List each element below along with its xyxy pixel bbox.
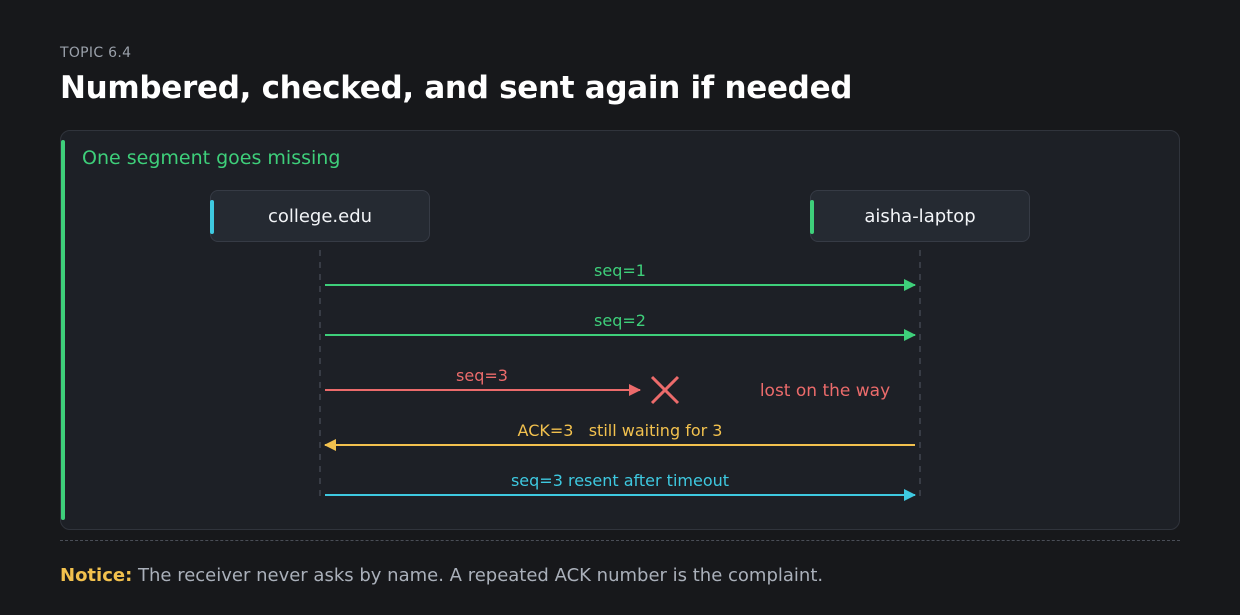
notice-body: The receiver never asks by name. A repea… — [132, 565, 824, 586]
section-divider — [60, 540, 1180, 541]
page-title: Numbered, checked, and sent again if nee… — [60, 70, 853, 106]
lost-note: lost on the way — [760, 381, 890, 401]
message-seq2-label: seq=2 — [594, 311, 646, 330]
message-resend-label: seq=3 resent after timeout — [511, 471, 729, 490]
message-seq1-label: seq=1 — [594, 261, 646, 280]
notice-text: Notice: The receiver never asks by name.… — [60, 565, 823, 586]
notice-label: Notice: — [60, 565, 133, 586]
message-ack3-label: ACK=3 still waiting for 3 — [518, 421, 723, 440]
participant-aisha-laptop: aisha-laptop — [810, 190, 1030, 242]
lost-x-icon — [650, 375, 680, 405]
message-seq3-label: seq=3 — [456, 366, 508, 385]
card-accent-bar — [61, 140, 65, 520]
topic-label: TOPIC 6.4 — [60, 45, 132, 61]
participant-accent-bar — [210, 200, 214, 234]
card-title: One segment goes missing — [82, 147, 341, 169]
participant-label: college.edu — [267, 205, 373, 227]
participant-label: aisha-laptop — [864, 205, 976, 227]
participant-accent-bar — [810, 200, 814, 234]
participant-college-edu: college.edu — [210, 190, 430, 242]
